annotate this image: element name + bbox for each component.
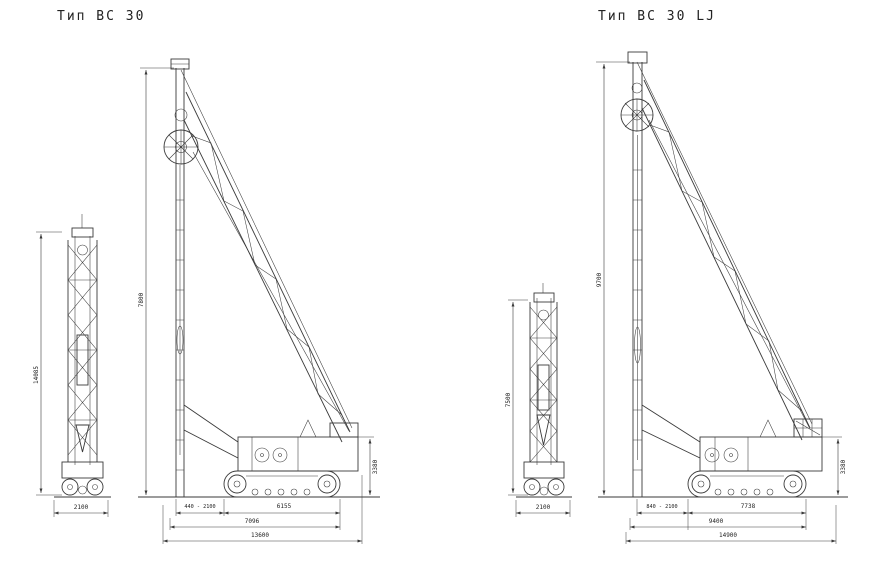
dim-label-mast-offset: 840 - 2100 [646,504,677,510]
crown-pulley [163,108,199,165]
dim-label-total-length: 14900 [719,532,737,539]
front-drill-tool [76,334,89,386]
front-mast [67,214,98,465]
dim-front-width: 2100 [53,500,109,517]
side-mast [170,58,190,497]
bc30-dimensions: 14085 2100 7800 3380 [33,67,379,544]
dim-label-front-width: 2100 [536,504,551,511]
dim-label-track-length: 7738 [741,503,756,510]
figure-bc30lj: Тип BC 30 LJ [505,9,848,544]
dim-label-superstructure-height: 3380 [372,459,379,474]
dim-bottom-rows: 840 - 2100 7738 9400 14900 [625,499,837,544]
dim-label-front-width: 2100 [74,504,89,511]
crawler-track [223,470,341,498]
dim-front-height: 7500 [505,299,528,496]
bc30lj-front-view [516,283,572,498]
pendant-rope [180,69,353,429]
dim-label-total-height: 9700 [596,272,603,287]
dim-label-front-height: 14085 [33,366,40,384]
drill-tool [176,325,184,355]
gantry-frame [299,419,317,438]
superstructure [699,418,823,472]
winch-drum [704,447,720,463]
winch-drum [254,447,270,463]
dim-label-front-height: 7500 [505,392,512,407]
side-mast [627,51,648,497]
crawler-track [687,470,807,498]
dim-label-mast-offset: 440 - 2100 [184,504,215,510]
figure-bc30: Тип BC 30 [33,9,380,544]
bc30lj-side-view [598,51,848,498]
dim-front-width: 2100 [515,500,571,517]
boom-lattice [636,61,813,441]
dim-front-height: 14085 [33,231,62,496]
front-undercarriage [516,461,572,498]
front-undercarriage [54,461,111,498]
mast-support-struts [641,404,701,459]
dim-total-height: 7800 [138,67,174,495]
pendant-rope [636,61,813,425]
bc30-front-view [54,214,111,498]
winch-drum [723,447,739,463]
dim-label-intermediate-length: 7096 [245,518,260,525]
operator-cab [793,418,823,438]
mast-support-struts [183,404,239,459]
figure-bc30lj-title: Тип BC 30 LJ [598,9,716,24]
engine-housing [329,422,359,438]
dim-label-total-height: 7800 [138,292,145,307]
figure-bc30-title: Тип BC 30 [57,9,145,24]
hoist-rope [192,151,350,432]
hoist-rope [648,119,810,428]
dim-total-height: 9700 [596,61,630,495]
dim-bottom-rows: 440 - 2100 6155 7096 13600 [162,475,363,544]
crown-pulley [620,82,654,132]
bc30lj-dimensions: 7500 2100 9700 3380 [505,61,847,544]
superstructure [237,419,359,472]
dim-label-track-length: 6155 [277,503,292,510]
winch-drum [272,447,288,463]
drill-tool [634,326,641,364]
front-drill-tool [537,364,550,411]
dim-superstructure-height: 3380 [822,436,847,495]
gantry-frame [759,419,777,438]
dim-superstructure-height: 3380 [358,436,379,495]
bc30-side-view [138,58,380,498]
boom-lattice [180,69,353,443]
dim-label-superstructure-height: 3380 [840,459,847,474]
dim-label-intermediate-length: 9400 [709,518,724,525]
front-mast [529,283,558,465]
dim-label-total-length: 13600 [251,532,269,539]
